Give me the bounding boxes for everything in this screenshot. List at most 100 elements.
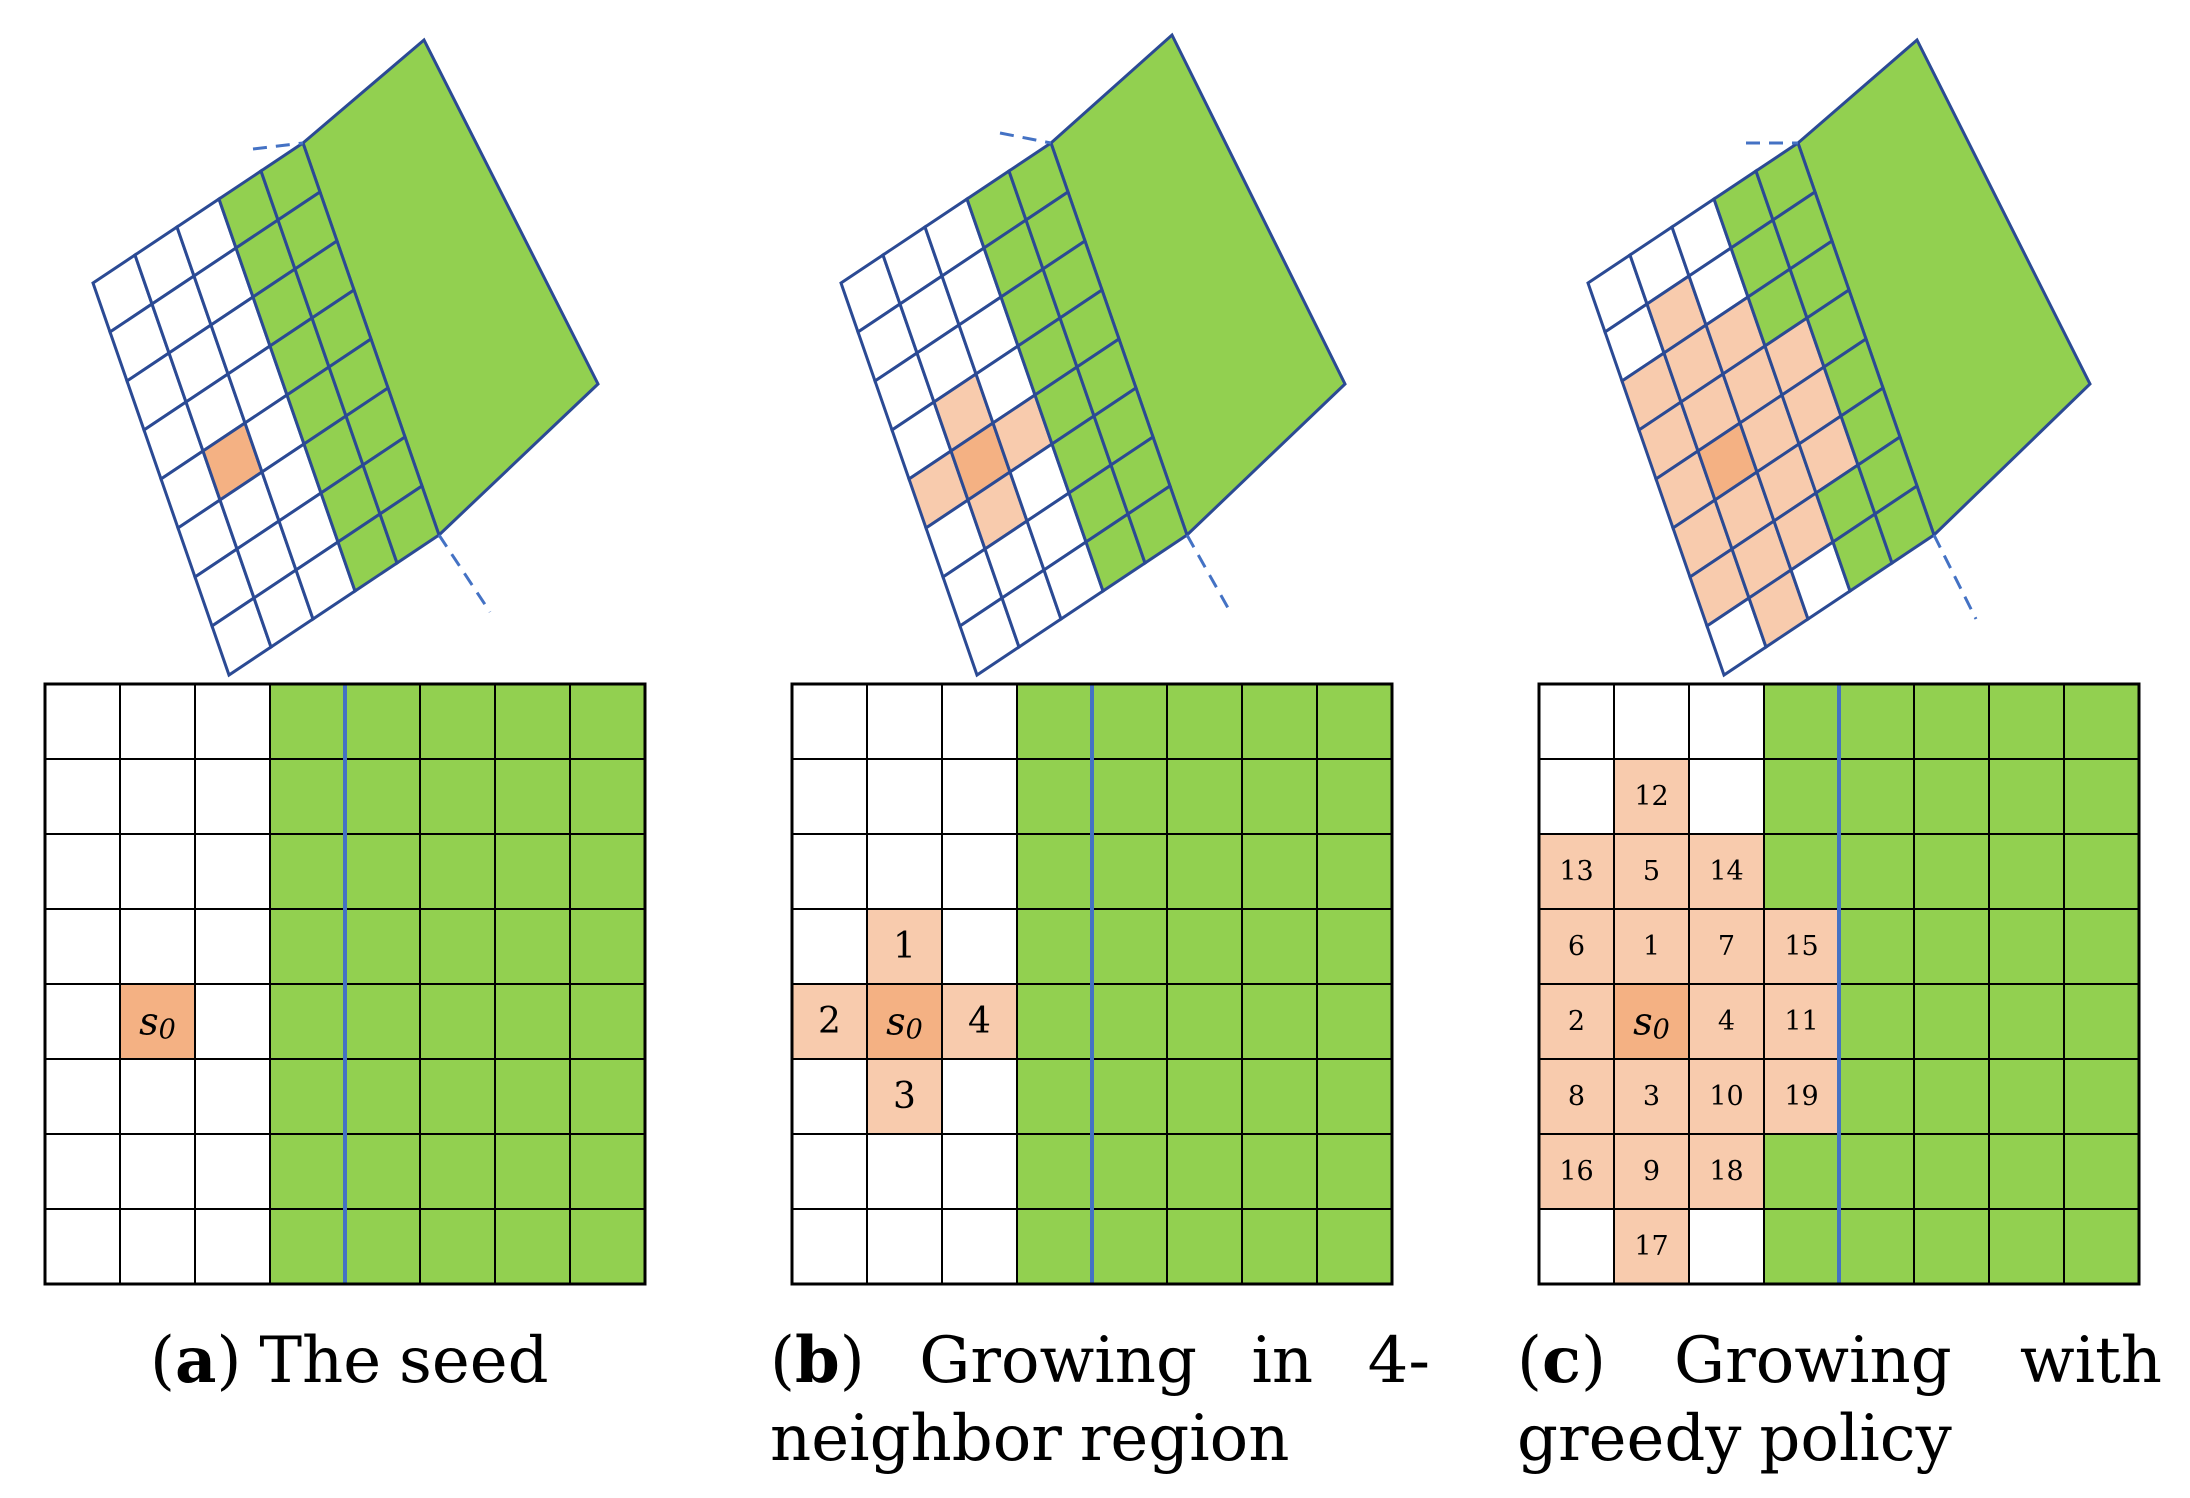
grid-cell bbox=[1316, 1208, 1393, 1285]
grown-cell bbox=[1613, 1058, 1690, 1135]
cell-label: 2 bbox=[1568, 1006, 1585, 1037]
grid-cell bbox=[1016, 983, 1093, 1060]
grid-cell bbox=[1838, 1058, 1915, 1135]
caption-word: neighbor bbox=[770, 1402, 1062, 1476]
grid-cell bbox=[1241, 1208, 1318, 1285]
grid-cell bbox=[1763, 1133, 1840, 1210]
caption-word: 4- bbox=[1367, 1324, 1430, 1398]
grid-cell bbox=[269, 983, 346, 1060]
grid-cell bbox=[1838, 983, 1915, 1060]
caption-letter: (b) bbox=[770, 1323, 865, 1398]
grid-cell bbox=[941, 683, 1018, 760]
grid-cell bbox=[1988, 983, 2065, 1060]
grid-cell bbox=[1166, 1058, 1243, 1135]
grown-cell bbox=[1613, 833, 1690, 910]
cell-label: 9 bbox=[1643, 1156, 1660, 1187]
cell-label: 7 bbox=[1718, 931, 1735, 962]
grid-cell bbox=[1913, 1133, 1990, 1210]
grid-cell bbox=[1988, 683, 2065, 760]
grid-cell bbox=[2063, 683, 2140, 760]
grid-cell bbox=[1538, 758, 1615, 835]
grid-cell bbox=[44, 1133, 121, 1210]
grid-cell bbox=[269, 683, 346, 760]
grid-cell bbox=[1316, 758, 1393, 835]
grown-cell bbox=[1538, 1058, 1615, 1135]
grid-cell bbox=[1988, 833, 2065, 910]
grid-cell bbox=[866, 1208, 943, 1285]
grid-cell bbox=[1988, 1058, 2065, 1135]
fold-line-upper bbox=[999, 131, 1052, 145]
grid-cell bbox=[344, 833, 421, 910]
cell-label: 3 bbox=[893, 1076, 916, 1117]
grid-cell bbox=[866, 833, 943, 910]
grid-cell bbox=[419, 1058, 496, 1135]
grid-cell bbox=[419, 908, 496, 985]
grid-cell bbox=[1016, 1208, 1093, 1285]
grid-cell bbox=[1763, 758, 1840, 835]
grid-cell bbox=[1091, 908, 1168, 985]
grid-cell bbox=[44, 1208, 121, 1285]
grid-cell bbox=[569, 683, 646, 760]
seed-cell bbox=[119, 983, 196, 1060]
cell-label: 13 bbox=[1559, 856, 1593, 887]
grid-cell bbox=[194, 1058, 271, 1135]
grid-cell bbox=[194, 833, 271, 910]
grid-cell bbox=[1241, 983, 1318, 1060]
cell-label: 3 bbox=[1643, 1081, 1660, 1112]
grid-cell bbox=[569, 1208, 646, 1285]
grid-cell bbox=[1838, 758, 1915, 835]
grid-cell bbox=[1166, 983, 1243, 1060]
grid-cell bbox=[344, 1133, 421, 1210]
grid-cell bbox=[1016, 908, 1093, 985]
grid-cell bbox=[419, 983, 496, 1060]
grid-cell bbox=[194, 758, 271, 835]
grid-cell bbox=[1016, 833, 1093, 910]
caption-word: Growing bbox=[919, 1324, 1197, 1398]
grid-cell bbox=[194, 908, 271, 985]
grid-cell bbox=[419, 1133, 496, 1210]
grid-cell bbox=[1688, 758, 1765, 835]
grid-cell bbox=[1166, 908, 1243, 985]
grid-cell bbox=[494, 908, 571, 985]
grid-cell bbox=[344, 983, 421, 1060]
grid-cell bbox=[1016, 1133, 1093, 1210]
grid-cell bbox=[791, 833, 868, 910]
grid-cell bbox=[2063, 1208, 2140, 1285]
grid-cell bbox=[1166, 1208, 1243, 1285]
grid-cell bbox=[1538, 1208, 1615, 1285]
caption-word: region bbox=[1079, 1402, 1290, 1476]
grid-cell bbox=[269, 908, 346, 985]
grid-cell bbox=[1241, 758, 1318, 835]
grid-cell bbox=[494, 833, 571, 910]
caption-word: seed bbox=[399, 1324, 549, 1398]
cell-label: 19 bbox=[1784, 1081, 1818, 1112]
grid-cell bbox=[1241, 908, 1318, 985]
grid-cell bbox=[569, 983, 646, 1060]
grid-cell bbox=[119, 758, 196, 835]
grown-cell bbox=[1613, 1208, 1690, 1285]
grid-cell bbox=[1316, 683, 1393, 760]
grid-cell bbox=[194, 1133, 271, 1210]
grown-cell bbox=[791, 983, 868, 1060]
grid-cell bbox=[1316, 983, 1393, 1060]
caption-word: The bbox=[259, 1324, 382, 1398]
grid-cell bbox=[269, 1208, 346, 1285]
grid-cell bbox=[344, 1208, 421, 1285]
grid-cell bbox=[119, 1058, 196, 1135]
caption-word: Growing bbox=[1674, 1324, 1952, 1398]
grid-cell bbox=[941, 1058, 1018, 1135]
grid-cell bbox=[119, 908, 196, 985]
grid-cell bbox=[494, 1208, 571, 1285]
grid-cell bbox=[2063, 758, 2140, 835]
grown-cell bbox=[866, 1058, 943, 1135]
perspective-view bbox=[839, 32, 1347, 678]
grid-cell bbox=[494, 1133, 571, 1210]
unfolded-grid: s0 bbox=[43, 682, 647, 1286]
grid-cell bbox=[44, 683, 121, 760]
grid-cell bbox=[941, 758, 1018, 835]
grid-cell bbox=[941, 1133, 1018, 1210]
